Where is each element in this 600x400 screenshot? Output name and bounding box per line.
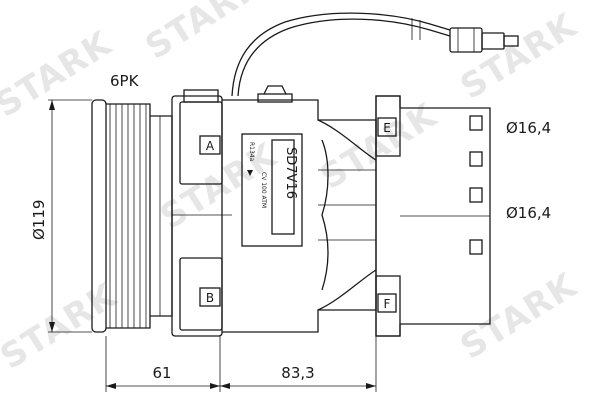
belt-label: 6PK — [110, 72, 140, 90]
watermark: STARK — [454, 5, 585, 108]
name-plate: SD7V16 R134a CV 100 ATM — [241, 133, 303, 247]
port-f-label: F — [384, 297, 391, 311]
watermark: STARK — [0, 23, 120, 126]
diameter-label: Ø119 — [30, 200, 48, 240]
pulley — [91, 99, 173, 333]
model-label: SD7V16 — [283, 147, 298, 199]
port-b-label: B — [206, 291, 214, 305]
port-e-label: E — [383, 121, 391, 135]
port-dimensions: Ø16,4 Ø16,4 — [506, 119, 551, 222]
port-b-tag: B — [199, 287, 221, 307]
pulley-width-label: 61 — [152, 364, 171, 382]
clutch-cable — [231, 12, 451, 97]
port-a-tag: A — [199, 135, 221, 155]
port-f-tag: F — [377, 293, 397, 313]
electrical-connector — [449, 27, 519, 53]
plate-line-label: CV 100 ATM — [260, 172, 267, 208]
flow-arrow-icon — [247, 170, 253, 176]
watermark: STARK — [314, 95, 445, 198]
port-e-tag: E — [377, 117, 397, 137]
refrigerant-label: R134a — [248, 142, 255, 162]
port-a-label: A — [206, 139, 215, 153]
compressor-body — [222, 85, 377, 333]
rear-head — [375, 95, 491, 337]
diameter-dimension: Ø119 — [30, 99, 92, 333]
belt-dimension: 6PK — [110, 72, 140, 90]
port-lower-label: Ø16,4 — [506, 204, 551, 222]
body-width-label: 83,3 — [281, 364, 314, 382]
port-upper-label: Ø16,4 — [506, 119, 551, 137]
front-housing — [171, 89, 232, 337]
width-dimension: 61 83,3 — [105, 336, 377, 392]
watermark: STARK — [454, 265, 585, 368]
